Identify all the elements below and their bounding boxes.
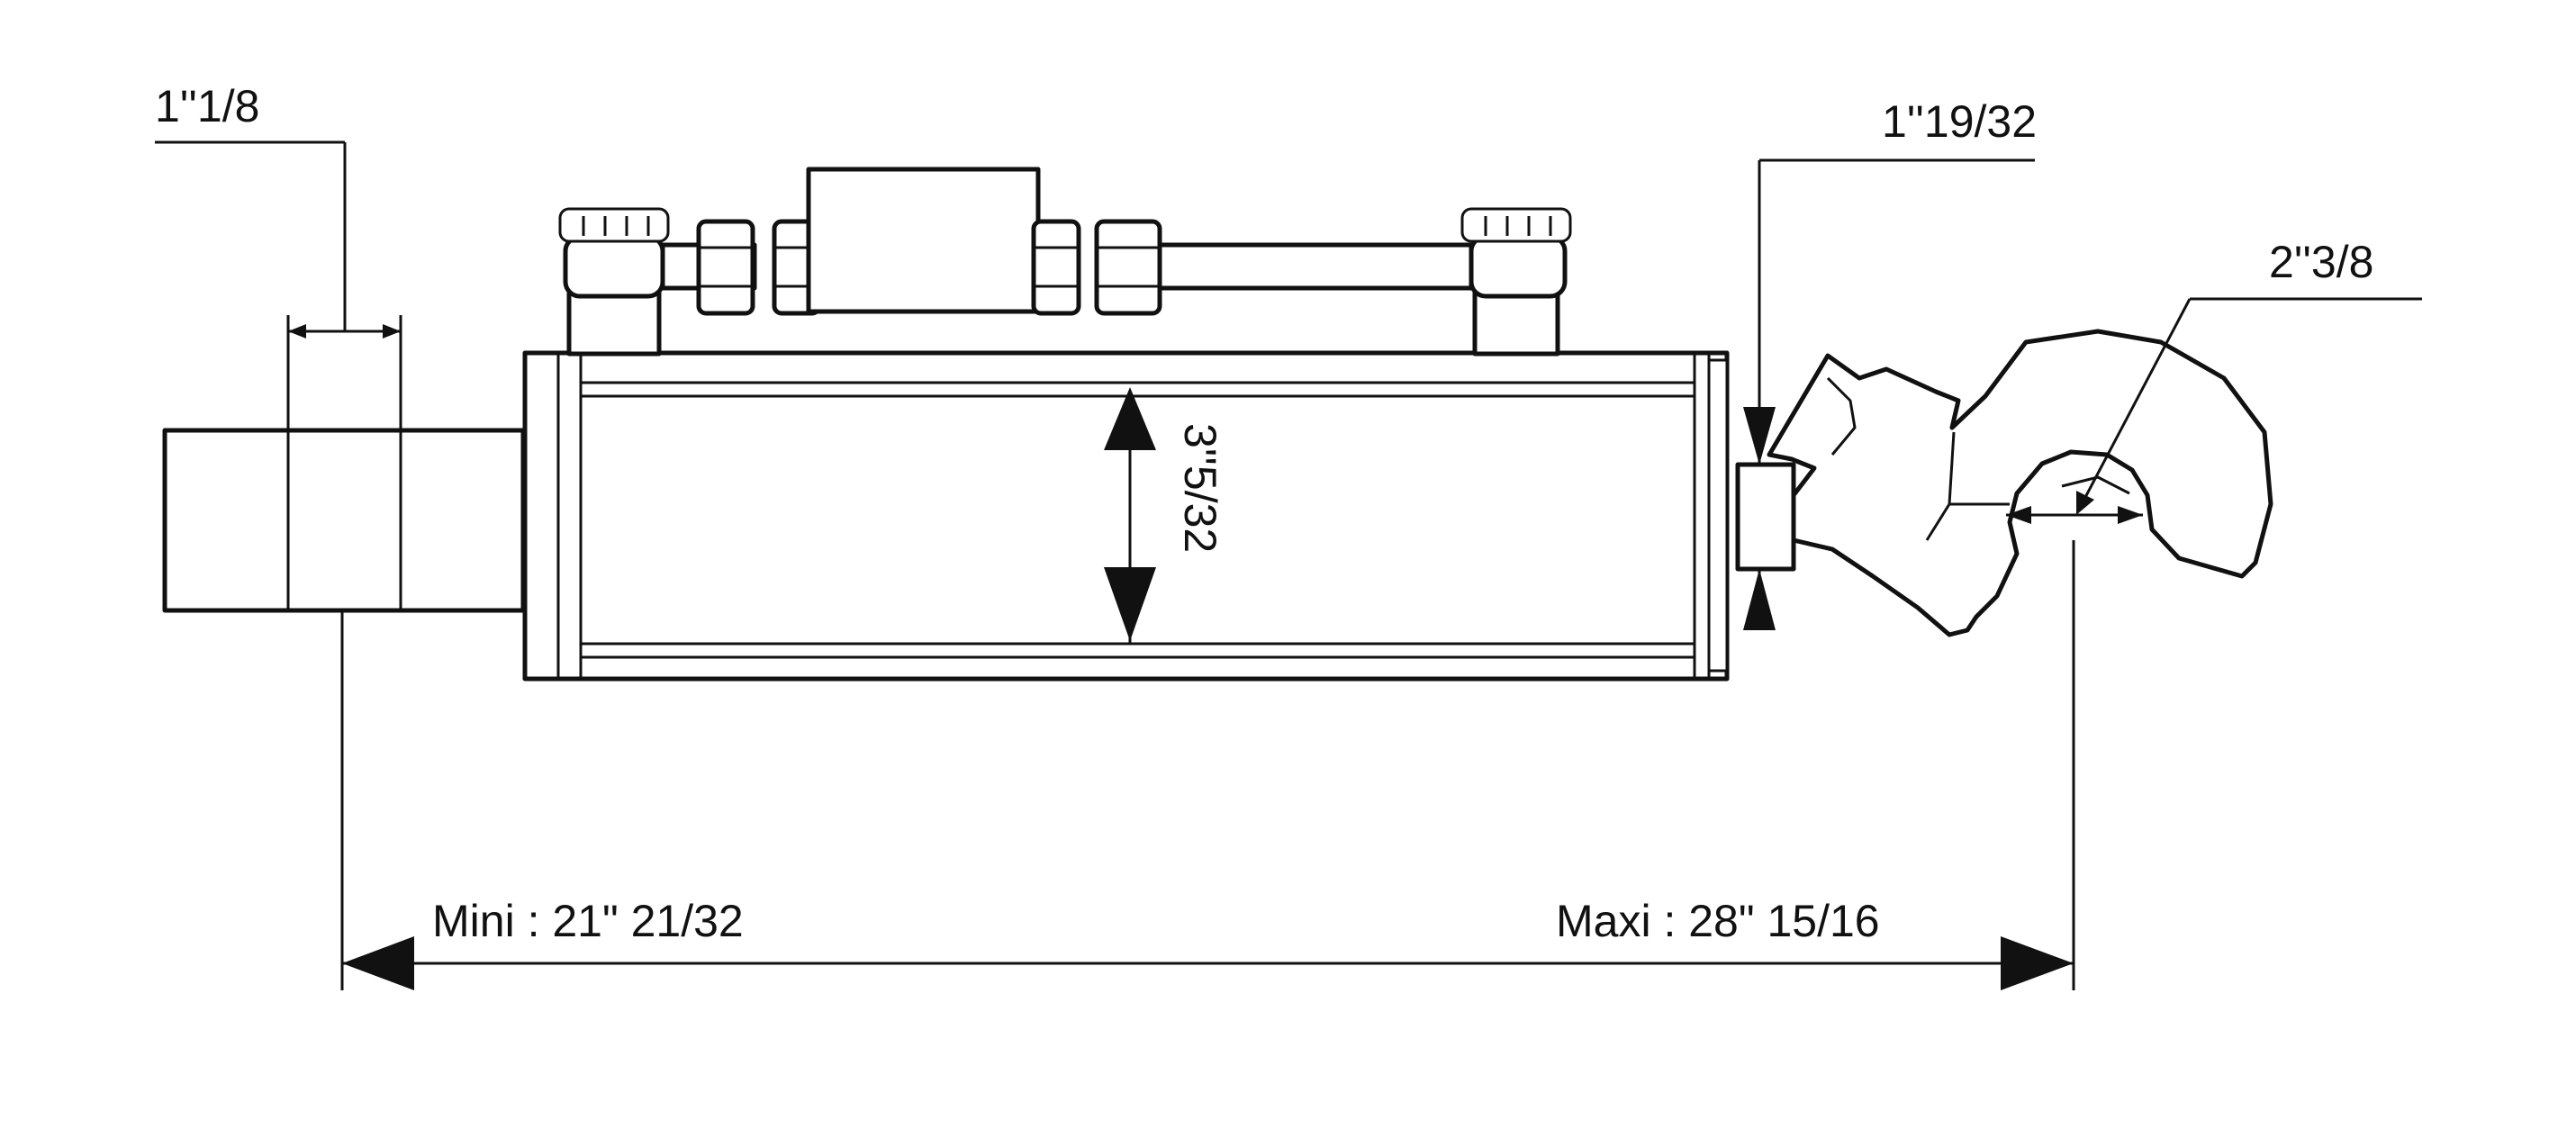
- hook-opening-dimension: 2''3/8: [2006, 237, 2422, 524]
- hook-opening-label: 2''3/8: [2269, 237, 2373, 287]
- overall-length-dimension: Mini : 21" 21/32 Maxi : 28" 15/16: [340, 540, 2075, 990]
- cylinder-diameter-label: 3''5/32: [1175, 423, 1225, 553]
- pin-diameter-label: 1''1/8: [155, 81, 259, 131]
- ball-width-dimension: 1''19/32: [1743, 96, 2037, 630]
- rod-end: [162, 428, 535, 613]
- length-min-label: Mini : 21" 21/32: [432, 896, 744, 946]
- ball-width-label: 1''19/32: [1882, 96, 2037, 147]
- hydraulic-line: [558, 167, 1572, 357]
- cylinder-diameter-dimension: 3''5/32: [1104, 387, 1225, 644]
- hook-end: [1735, 329, 2273, 637]
- pin-diameter-dimension: 1''1/8: [155, 81, 402, 430]
- length-max-label: Maxi : 28" 15/16: [1556, 896, 1880, 946]
